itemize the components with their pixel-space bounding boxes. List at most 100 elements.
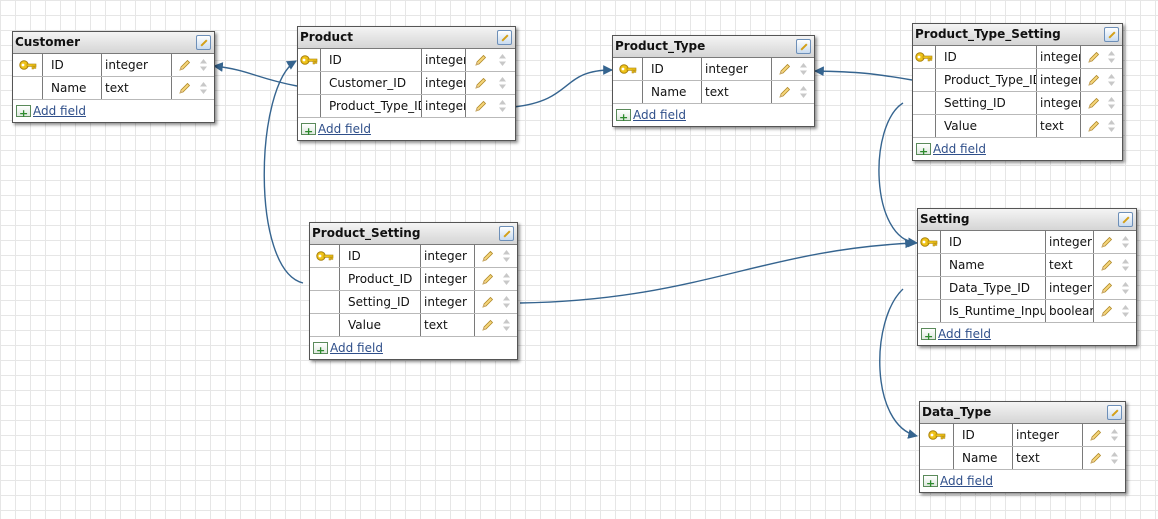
table-title[interactable]: Data_Type [920,402,1125,424]
edit-field-icon[interactable] [481,273,494,286]
edit-field-icon[interactable] [1087,97,1100,110]
edit-field-icon[interactable] [178,59,191,72]
field-type[interactable]: integer [421,268,475,290]
field-name[interactable]: Name [941,254,1046,276]
field-type[interactable]: boolean [1046,300,1094,322]
reorder-field-icon[interactable] [799,85,808,99]
reorder-field-icon[interactable] [1107,50,1116,64]
relation-line[interactable] [878,102,918,248]
field-name[interactable]: ID [936,46,1037,68]
field-name[interactable]: ID [340,245,421,267]
add-field-row[interactable]: Add field [613,104,814,129]
add-field-link[interactable]: Add field [933,142,986,156]
table-title[interactable]: Product_Type [613,36,814,58]
edit-table-icon[interactable] [499,226,514,241]
add-field-link[interactable]: Add field [33,104,86,118]
edit-field-icon[interactable] [1087,51,1100,64]
reorder-field-icon[interactable] [1121,281,1130,295]
add-field-row[interactable]: Add field [913,138,1122,163]
table-product-type[interactable]: Product_TypeIDintegerNametextAdd field [612,35,815,129]
field-name[interactable]: Setting_ID [936,92,1037,114]
add-field-icon[interactable] [301,121,316,143]
field-name[interactable]: ID [321,49,422,71]
edit-field-icon[interactable] [474,77,487,90]
add-field-icon[interactable] [313,340,328,362]
field-name[interactable]: Product_Type_ID [936,69,1037,91]
edit-field-icon[interactable] [474,100,487,113]
edit-field-icon[interactable] [1100,236,1113,249]
reorder-field-icon[interactable] [1110,428,1119,442]
field-type[interactable]: integer [1013,424,1083,446]
relation-line[interactable] [263,60,304,284]
edit-table-icon[interactable] [1118,212,1133,227]
reorder-field-icon[interactable] [502,272,511,286]
table-title[interactable]: Product_Setting [310,223,517,245]
field-type[interactable]: integer [421,245,475,267]
field-type[interactable]: integer [702,58,772,80]
relation-line[interactable] [513,65,613,108]
add-field-link[interactable]: Add field [940,474,993,488]
add-field-link[interactable]: Add field [318,122,371,136]
field-type[interactable]: integer [1046,277,1094,299]
edit-field-icon[interactable] [178,82,191,95]
table-data-type[interactable]: Data_TypeIDintegerNametextAdd field [919,401,1126,495]
reorder-field-icon[interactable] [1107,96,1116,110]
reorder-field-icon[interactable] [502,318,511,332]
edit-field-icon[interactable] [481,296,494,309]
table-title[interactable]: Setting [918,209,1136,231]
relation-line[interactable] [213,62,298,87]
table-customer[interactable]: CustomerIDintegerNametextAdd field [12,31,215,125]
field-name[interactable]: ID [941,231,1046,253]
field-name[interactable]: Is_Runtime_Input [941,300,1046,322]
edit-field-icon[interactable] [481,250,494,263]
field-type[interactable]: integer [1046,231,1094,253]
add-field-link[interactable]: Add field [938,327,991,341]
field-name[interactable]: Customer_ID [321,72,422,94]
relation-line[interactable] [519,238,915,304]
add-field-icon[interactable] [916,141,931,163]
reorder-field-icon[interactable] [199,58,208,72]
add-field-icon[interactable] [616,107,631,129]
reorder-field-icon[interactable] [1110,451,1119,465]
table-title[interactable]: Product_Type_Setting [913,24,1122,46]
add-field-icon[interactable] [16,103,31,125]
edit-table-icon[interactable] [1107,405,1122,420]
add-field-row[interactable]: Add field [918,323,1136,348]
field-type[interactable]: text [1013,447,1083,469]
reorder-field-icon[interactable] [498,76,507,90]
edit-table-icon[interactable] [1104,27,1119,42]
field-name[interactable]: ID [643,58,702,80]
edit-field-icon[interactable] [481,319,494,332]
field-type[interactable]: text [421,314,475,336]
reorder-field-icon[interactable] [199,81,208,95]
edit-field-icon[interactable] [1087,74,1100,87]
reorder-field-icon[interactable] [1107,119,1116,133]
field-name[interactable]: Product_Type_ID [321,95,422,117]
field-name[interactable]: ID [43,54,102,76]
field-type[interactable]: integer [102,54,172,76]
add-field-row[interactable]: Add field [310,337,517,362]
reorder-field-icon[interactable] [1121,258,1130,272]
edit-field-icon[interactable] [778,86,791,99]
field-type[interactable]: integer [421,291,475,313]
field-type[interactable]: text [1046,254,1094,276]
field-name[interactable]: ID [954,424,1013,446]
field-type[interactable]: text [702,81,772,103]
add-field-row[interactable]: Add field [920,470,1125,495]
edit-table-icon[interactable] [497,30,512,45]
